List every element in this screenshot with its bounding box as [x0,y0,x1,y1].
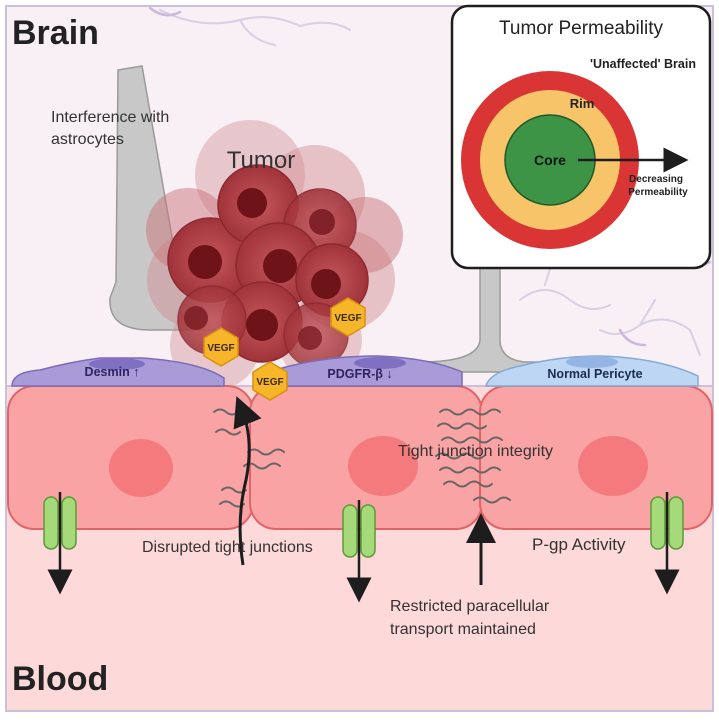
endothelial-layer [7,385,713,530]
astrocyte-note-line2: astrocytes [51,131,124,148]
unaffected-brain-label: 'Unaffected' Brain [590,57,696,71]
astrocyte-note-line1: Interference with [51,109,169,126]
rim-label: Rim [570,96,595,111]
intact-junction-strands [435,408,511,504]
blood-label: Blood [12,660,108,698]
pgp-annotation: P-gp Activity [532,535,626,554]
restricted-annotation-line1: Restricted paracellular [390,598,550,615]
leakage-arrow [233,396,262,566]
pericyte-label-normal: Normal Pericyte [547,367,642,381]
vegf-molecule: VEGF [203,327,239,367]
endothelial-nucleus [578,436,648,496]
pericyte-label-pdgfr: PDGFR-β ↓ [327,367,392,381]
vegf-label: VEGF [256,377,283,388]
inset-title: Tumor Permeability [499,18,664,39]
restricted-annotation-line2: transport maintained [390,621,536,638]
vegf-label: VEGF [334,313,361,324]
pgp-transporter [342,500,376,603]
decreasing-label-line2: Permeability [628,187,688,198]
pericyte-normal [485,355,699,387]
pgp-transporter [43,492,77,595]
tumor-label: Tumor [227,147,295,174]
permeability-inset: Tumor Permeability 'Unaffected' Brain Ri… [450,4,712,270]
endothelial-nucleus [348,436,418,496]
vegf-molecule: VEGF [252,361,288,401]
integrity-annotation: Tight junction integrity [398,443,553,460]
pericyte-desmin [11,357,225,387]
vegf-molecule: VEGF [330,297,366,337]
endothelial-nucleus [109,439,173,497]
brain-label: Brain [12,14,99,52]
pgp-transporter [650,492,684,595]
disrupted-annotation: Disrupted tight junctions [142,539,313,556]
decreasing-label-line1: Decreasing [629,174,683,185]
pericyte-label-desmin: Desmin ↑ [85,365,140,379]
vegf-label: VEGF [207,343,234,354]
core-label: Core [534,152,566,168]
